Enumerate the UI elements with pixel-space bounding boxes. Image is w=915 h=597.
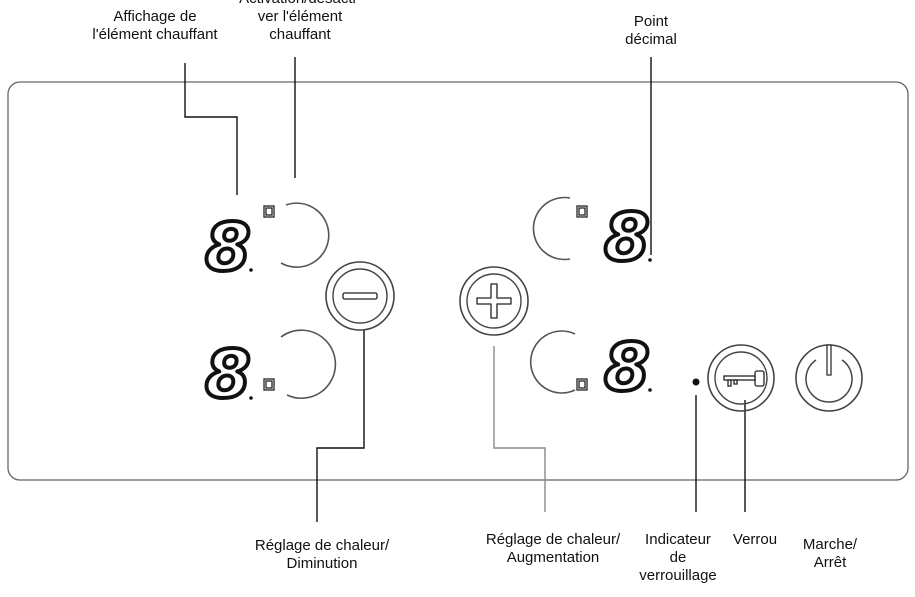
digit-top-left: 8: [205, 209, 251, 286]
zone-ring-top-right[interactable]: [532, 196, 571, 261]
key-icon: [723, 370, 765, 387]
zone-indicator-top-left: [263, 205, 275, 218]
power-button[interactable]: [795, 344, 863, 412]
plus-button[interactable]: [459, 266, 529, 336]
leader-lines: [184, 57, 746, 522]
minus-button[interactable]: [325, 261, 395, 331]
label-decimal-point: Point décimal: [625, 13, 677, 48]
decimal-dot-bottom-right: [648, 388, 652, 392]
label-heat-setting-decrease: Réglage de chaleur/ Diminution: [254, 537, 390, 572]
label-activate-heating-element: Activation/désacti- ver l'élément chauff…: [239, 0, 361, 43]
zone-ring-bottom-left[interactable]: [280, 329, 337, 399]
decimal-dot-top-left: [249, 268, 253, 272]
digit-top-right: 8: [604, 199, 650, 276]
lock-indicator-dot: [692, 378, 700, 386]
label-lock-indicator: Indicateur de verrouillage: [639, 531, 717, 584]
plus-icon: [476, 283, 512, 319]
zone-ring-top-left[interactable]: [280, 202, 330, 268]
zone-indicator-bottom-left: [263, 378, 275, 391]
label-on-off: Marche/ Arrêt: [802, 536, 858, 571]
digit-bottom-left: 8: [205, 336, 251, 413]
label-heating-element-display: Affichage de l'élément chauffant: [92, 8, 218, 43]
label-heat-setting-increase: Réglage de chaleur/ Augmentation: [485, 531, 621, 566]
digit-bottom-right: 8: [604, 329, 650, 406]
zone-indicator-top-right: [576, 205, 588, 218]
zone-indicator-bottom-right: [576, 378, 588, 391]
control-panel: [7, 81, 909, 481]
decimal-dot-top-right: [648, 258, 652, 262]
zone-ring-bottom-right[interactable]: [529, 330, 576, 394]
power-icon: [805, 344, 853, 403]
label-lock: Verrou: [732, 531, 778, 548]
lock-button[interactable]: [707, 344, 775, 412]
minus-icon: [342, 292, 378, 300]
decimal-dot-bottom-left: [249, 396, 253, 400]
